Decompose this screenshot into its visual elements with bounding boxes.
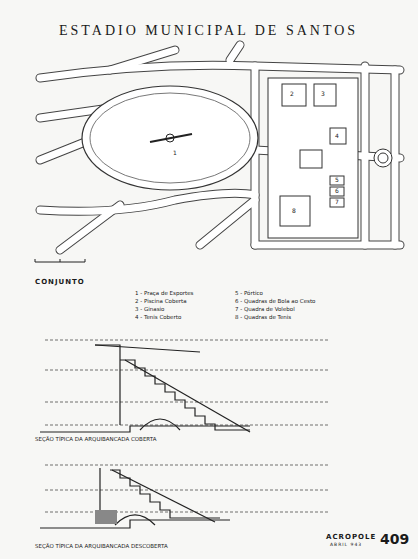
callout-number: 8 (292, 208, 296, 214)
callout-number: 3 (321, 91, 325, 97)
callout-number: 7 (335, 199, 339, 205)
callout-number: 1 (173, 150, 177, 156)
callout-number: 6 (335, 188, 339, 194)
legend-item: 6 - Quadras de Bola ao Cesto (235, 299, 315, 305)
legend-item: 7 - Quadra de Volebol (235, 307, 295, 313)
legend-item: 8 - Quadras de Tenis (235, 315, 291, 321)
journal-date: ABRIL 943 (330, 543, 362, 548)
section-heading: CONJUNTO (35, 279, 85, 286)
page-number: 409 (380, 532, 409, 546)
section-caption: SEÇÃO TÍPICA DA ARQUIBANCADA DESCOBERTA (35, 544, 168, 550)
legend-item: 3 - Ginasio (135, 307, 164, 313)
legend-item: 5 - Pórtico (235, 291, 263, 297)
page-title: ESTADIO MUNICIPAL DE SANTOS (59, 24, 358, 38)
legend-item: 1 - Praça de Esportes (135, 291, 193, 297)
legend-item: 2 - Piscina Coberta (135, 299, 187, 305)
callout-number: 5 (335, 177, 339, 183)
callout-number: 4 (335, 133, 339, 139)
callout-number: 2 (290, 91, 294, 97)
section-caption: SEÇÃO TÍPICA DA ARQUIBANCADA COBERTA (35, 437, 156, 443)
journal-name: ACROPOLE (326, 534, 376, 541)
legend-item: 4 - Tenis Coberto (135, 315, 181, 321)
